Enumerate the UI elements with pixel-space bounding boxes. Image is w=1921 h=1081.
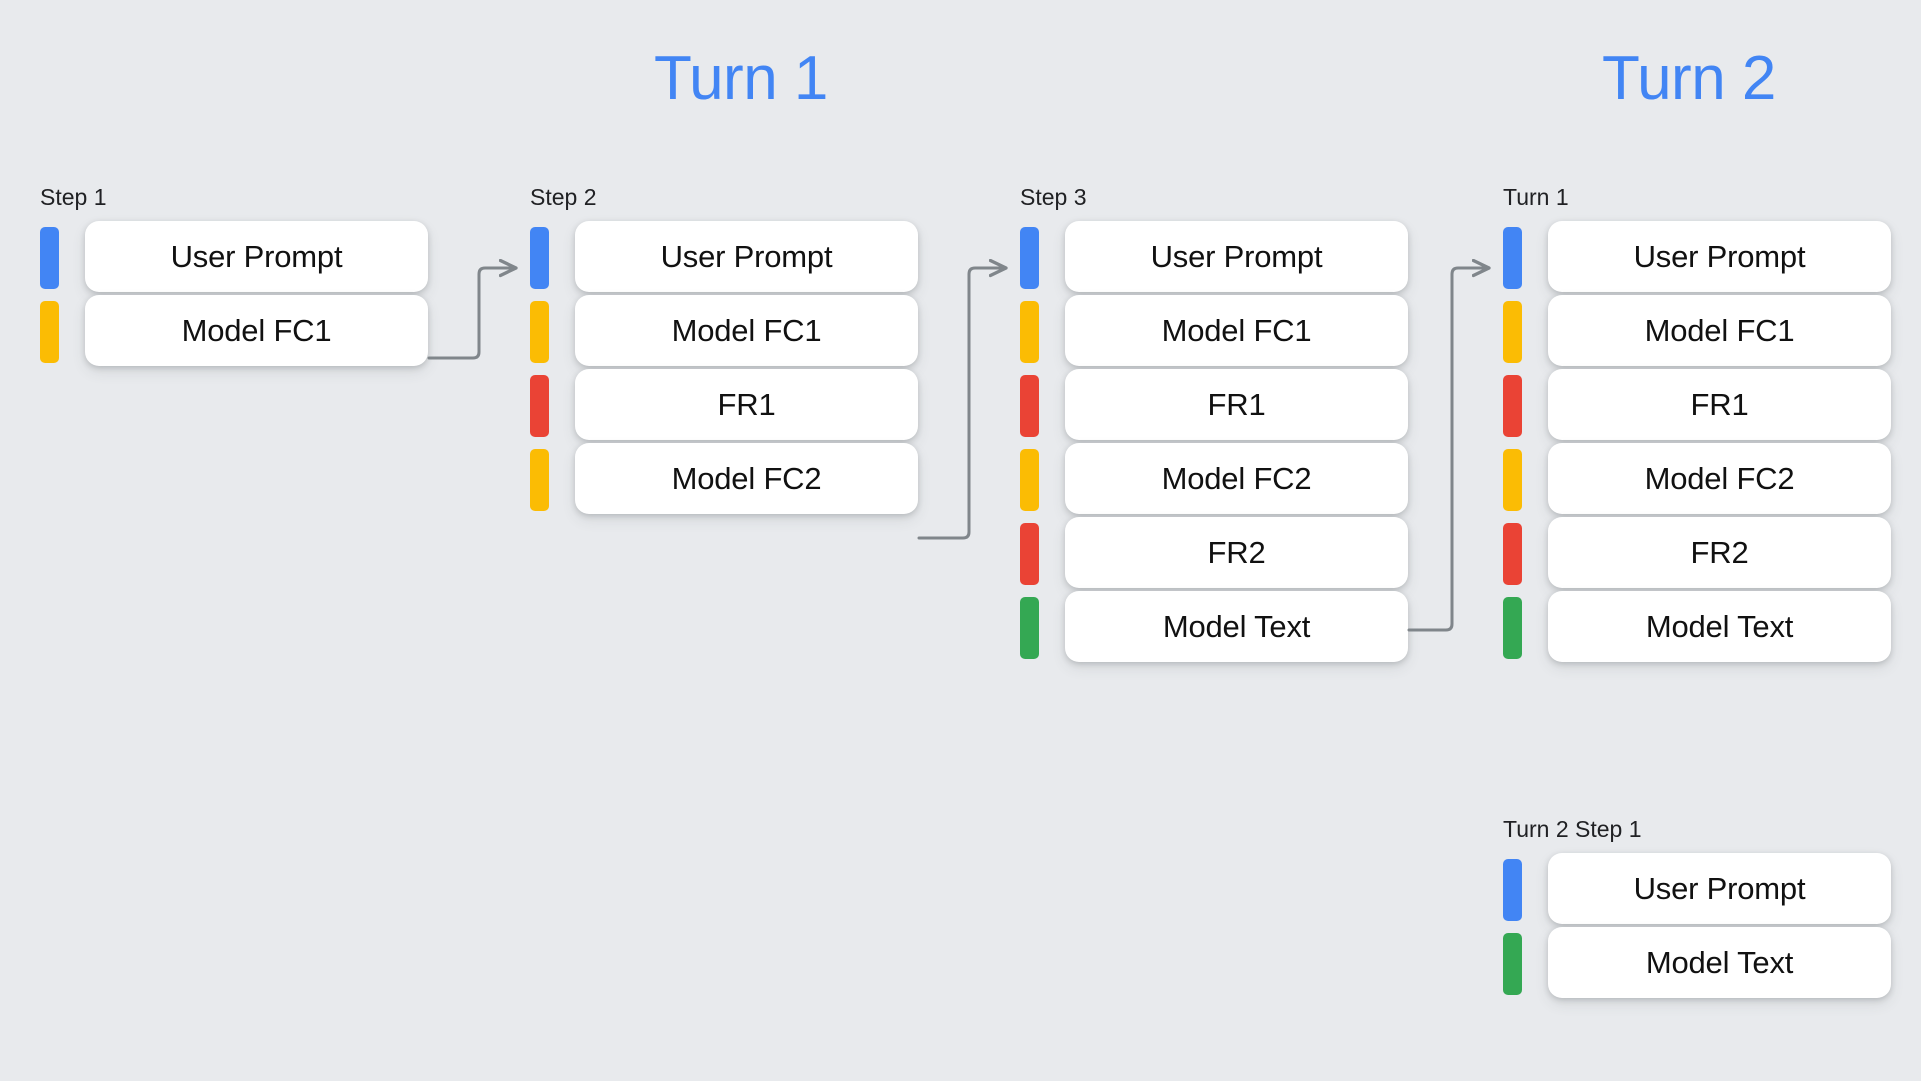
card-label: Model Text	[1645, 945, 1794, 980]
card-label: User Prompt	[1150, 239, 1323, 274]
card-user-prompt[interactable]: User Prompt	[1065, 221, 1408, 292]
role-bar-model	[1503, 449, 1522, 511]
role-bar-function-response	[1020, 375, 1039, 437]
card-model-fc1[interactable]: Model FC1	[575, 295, 918, 366]
card-label: User Prompt	[1633, 239, 1806, 274]
role-bar-user	[1020, 227, 1039, 289]
card-label: Model FC2	[1161, 461, 1312, 496]
role-bar-model	[530, 449, 549, 511]
card-label: Model FC2	[1644, 461, 1795, 496]
role-bar-function-response	[1020, 523, 1039, 585]
card-user-prompt[interactable]: User Prompt	[1548, 853, 1891, 924]
connector-step3-to-turn2	[1407, 268, 1489, 632]
card-label: FR1	[717, 387, 776, 422]
role-bar-model	[1020, 449, 1039, 511]
card-model-fc2[interactable]: Model FC2	[1548, 443, 1891, 514]
role-bar-function-response	[1503, 523, 1522, 585]
role-bar-user	[1503, 859, 1522, 921]
card-label: User Prompt	[1633, 871, 1806, 906]
card-label: Model FC2	[671, 461, 822, 496]
card-label: User Prompt	[170, 239, 343, 274]
card-fr1[interactable]: FR1	[1065, 369, 1408, 440]
card-label: Model FC1	[181, 313, 332, 348]
role-bar-user	[40, 227, 59, 289]
connector-step1-to-step2	[427, 268, 516, 360]
role-bar-model	[40, 301, 59, 363]
card-model-text[interactable]: Model Text	[1065, 591, 1408, 662]
card-model-fc2[interactable]: Model FC2	[575, 443, 918, 514]
card-model-fc1[interactable]: Model FC1	[1548, 295, 1891, 366]
role-bar-model	[1020, 301, 1039, 363]
turn-2-heading: Turn 2	[1602, 44, 1776, 113]
role-bar-function-response	[1503, 375, 1522, 437]
card-model-fc2[interactable]: Model FC2	[1065, 443, 1408, 514]
card-label: Model FC1	[1644, 313, 1795, 348]
role-bar-model-text	[1503, 597, 1522, 659]
column-label-turn-1: Turn 1	[1503, 184, 1569, 210]
role-bar-user	[1503, 227, 1522, 289]
card-label: Model FC1	[1161, 313, 1312, 348]
column-label-step-2: Step 2	[530, 184, 597, 210]
card-label: Model Text	[1162, 609, 1311, 644]
card-fr1[interactable]: FR1	[1548, 369, 1891, 440]
role-bar-model-text	[1503, 933, 1522, 995]
card-label: Model Text	[1645, 609, 1794, 644]
card-label: FR2	[1207, 535, 1266, 570]
turn-1-heading: Turn 1	[654, 44, 828, 113]
role-bar-model	[530, 301, 549, 363]
card-label: FR1	[1690, 387, 1749, 422]
column-label-step-3: Step 3	[1020, 184, 1087, 210]
card-user-prompt[interactable]: User Prompt	[1548, 221, 1891, 292]
card-user-prompt[interactable]: User Prompt	[85, 221, 428, 292]
role-bar-model-text	[1020, 597, 1039, 659]
card-label: User Prompt	[660, 239, 833, 274]
role-bar-function-response	[530, 375, 549, 437]
column-label-turn-2-step-1: Turn 2 Step 1	[1503, 816, 1642, 842]
card-label: FR1	[1207, 387, 1266, 422]
card-fr2[interactable]: FR2	[1548, 517, 1891, 588]
card-user-prompt[interactable]: User Prompt	[575, 221, 918, 292]
card-model-fc1[interactable]: Model FC1	[85, 295, 428, 366]
card-model-text[interactable]: Model Text	[1548, 591, 1891, 662]
card-model-fc1[interactable]: Model FC1	[1065, 295, 1408, 366]
card-label: FR2	[1690, 535, 1749, 570]
card-label: Model FC1	[671, 313, 822, 348]
column-label-step-1: Step 1	[40, 184, 107, 210]
card-fr1[interactable]: FR1	[575, 369, 918, 440]
role-bar-user	[530, 227, 549, 289]
card-fr2[interactable]: FR2	[1065, 517, 1408, 588]
card-model-text[interactable]: Model Text	[1548, 927, 1891, 998]
connector-step2-to-step3	[917, 268, 1006, 540]
role-bar-model	[1503, 301, 1522, 363]
